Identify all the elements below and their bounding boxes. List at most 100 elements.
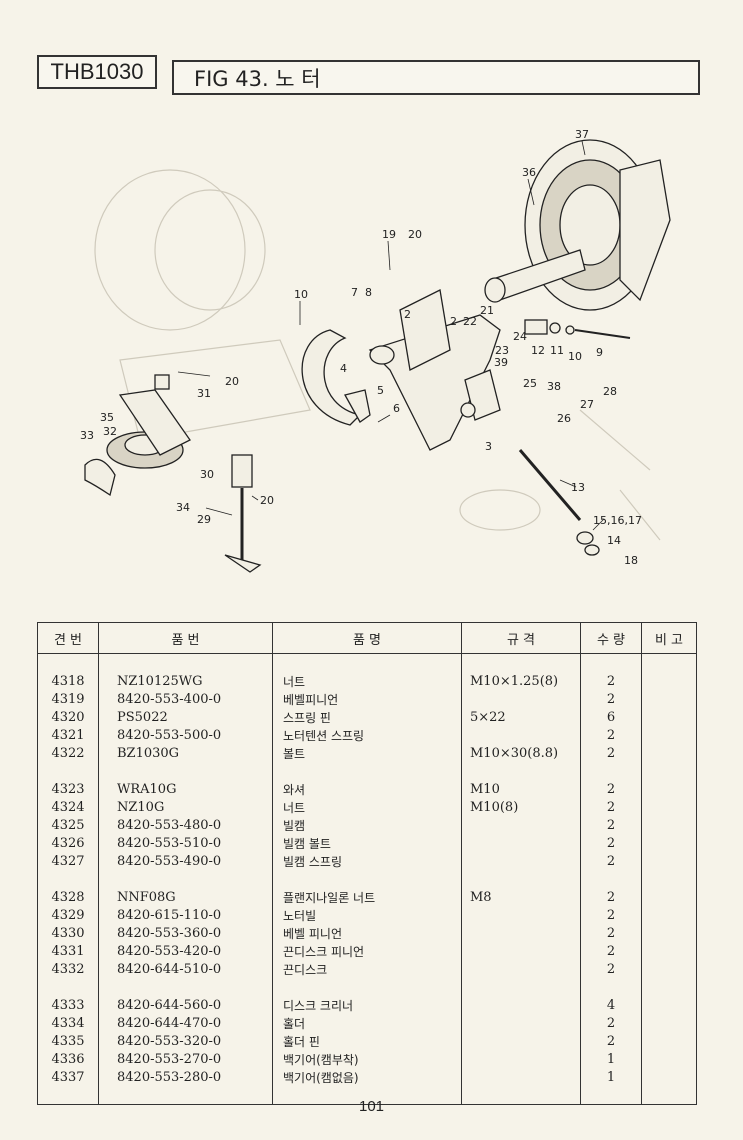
spec-cell: [461, 852, 581, 870]
empty-cell: [37, 653, 99, 672]
empty-cell: [580, 978, 642, 996]
empty-cell: [580, 762, 642, 780]
header-part-no: 품 번: [98, 622, 273, 654]
spec-cell: M10×1.25(8): [461, 672, 581, 690]
part-name-cell: 끈디스크 피니언: [272, 942, 462, 960]
empty-cell: [641, 1086, 697, 1105]
empty-cell: [461, 653, 581, 672]
part-no-cell: WRA10G: [98, 780, 273, 798]
remarks-cell: [641, 672, 697, 690]
remarks-cell: [641, 744, 697, 762]
remarks-cell: [641, 852, 697, 870]
qty-cell: 2: [580, 888, 642, 906]
bolt-row: [524, 319, 631, 339]
remarks-cell: [641, 798, 697, 816]
remarks-cell: [641, 708, 697, 726]
model-label: THB1030: [37, 55, 157, 89]
qty-cell: 4: [580, 996, 642, 1014]
callout: 20: [225, 375, 239, 388]
callout: 7: [351, 286, 358, 299]
callout: 33: [80, 429, 94, 442]
remarks-cell: [641, 816, 697, 834]
callout: 23: [495, 344, 509, 357]
table-header-row: 견 번 품 번 품 명 규 격 수 량 비 고: [37, 622, 697, 654]
remarks-cell: [641, 924, 697, 942]
spec-cell: [461, 726, 581, 744]
callout: 3: [485, 440, 492, 453]
qty-cell: 1: [580, 1068, 642, 1086]
empty-cell: [641, 653, 697, 672]
empty-cell: [37, 762, 99, 780]
part-name-cell: 플랜지나일론 너트: [272, 888, 462, 906]
item-no-cell: 4323: [37, 780, 99, 798]
part-name-cell: 볼트: [272, 744, 462, 762]
leader-lines: [177, 140, 605, 531]
figure-title: FIG 43. 노 터: [194, 66, 321, 91]
spec-cell: [461, 1032, 581, 1050]
callout: 14: [607, 534, 621, 547]
callout: 36: [522, 166, 536, 179]
empty-cell: [580, 870, 642, 888]
item-no-cell: 4331: [37, 942, 99, 960]
item-no-cell: 4327: [37, 852, 99, 870]
remarks-cell: [641, 906, 697, 924]
item-no-cell: 4334: [37, 1014, 99, 1032]
part-name-cell: 빌캠 볼트: [272, 834, 462, 852]
spec-cell: [461, 1050, 581, 1068]
part-no-cell: 8420-553-480-0: [98, 816, 273, 834]
qty-cell: 2: [580, 852, 642, 870]
callout: 4: [340, 362, 347, 375]
empty-cell: [272, 762, 462, 780]
empty-cell: [272, 870, 462, 888]
part-name-cell: 끈디스크: [272, 960, 462, 978]
bleed-through-ghost: [94, 169, 661, 541]
remarks-cell: [641, 888, 697, 906]
spec-cell: M10(8): [461, 798, 581, 816]
part-name-cell: 베벨피니언: [272, 690, 462, 708]
callout: 19: [382, 228, 396, 241]
callout: 26: [557, 412, 571, 425]
callout: 32: [103, 425, 117, 438]
part-name-cell: 너트: [272, 672, 462, 690]
header-qty: 수 량: [580, 622, 642, 654]
qty-cell: 2: [580, 744, 642, 762]
spec-cell: 5×22: [461, 708, 581, 726]
part-no-cell: 8420-553-280-0: [98, 1068, 273, 1086]
callout: 37: [575, 128, 589, 141]
callout: 9: [596, 346, 603, 359]
callout: 2: [404, 308, 411, 321]
qty-cell: 2: [580, 798, 642, 816]
empty-cell: [37, 870, 99, 888]
callout-labels: 37 36 19 20 10 7 8 2 2 22 21 24 12 11 10…: [80, 128, 642, 567]
part-name-cell: 와셔: [272, 780, 462, 798]
callout: 13: [571, 481, 585, 494]
remarks-cell: [641, 726, 697, 744]
part-name-cell: 빌캠 스프링: [272, 852, 462, 870]
part-no-cell: NZ10G: [98, 798, 273, 816]
part-no-cell: 8420-553-500-0: [98, 726, 273, 744]
empty-cell: [37, 978, 99, 996]
part-name-cell: 백기어(캠부착): [272, 1050, 462, 1068]
callout: 34: [176, 501, 190, 514]
empty-cell: [461, 870, 581, 888]
callout: 11: [550, 344, 564, 357]
spec-cell: [461, 996, 581, 1014]
item-no-cell: 4328: [37, 888, 99, 906]
part-no-cell: BZ1030G: [98, 744, 273, 762]
item-no-cell: 4325: [37, 816, 99, 834]
item-no-cell: 4321: [37, 726, 99, 744]
callout: 10: [568, 350, 582, 363]
callout: 27: [580, 398, 594, 411]
